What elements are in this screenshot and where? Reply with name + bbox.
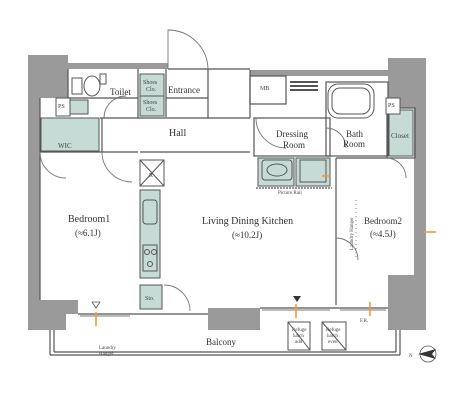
window-indicator-triangle-1 — [91, 301, 101, 309]
bathtub-inner — [331, 87, 371, 115]
label-laundry-2: Hanger — [99, 352, 114, 357]
ps-box-right — [385, 97, 401, 115]
wic-area — [40, 117, 100, 152]
door-markers — [95, 175, 436, 326]
doors — [39, 29, 407, 317]
room-labels: Toilet Shoes Clo. Shoes Clo. Entrance MB… — [58, 80, 409, 357]
bath-door-swing — [325, 127, 347, 149]
refuge-hatch-even — [321, 321, 347, 351]
toilet-tank — [71, 77, 83, 95]
ps-box-left — [55, 97, 71, 117]
label-ps-right: PS — [388, 103, 395, 109]
closet-door-swing — [385, 157, 407, 179]
bottom-column — [208, 308, 260, 330]
left-exterior-wall — [28, 55, 68, 330]
top-wall-left — [68, 63, 168, 69]
wic-door-swing — [39, 151, 67, 179]
label-shoes-clo-2b: Clo. — [146, 107, 157, 113]
dressing-door-swing — [255, 117, 287, 149]
label-balcony: Balcony — [206, 337, 236, 347]
label-ldk-size: (≈10.2J) — [232, 230, 262, 240]
kitchen-sink — [142, 199, 158, 225]
window-indicator-triangle-2 — [293, 296, 301, 302]
fixtures — [71, 73, 375, 351]
label-wic: WIC — [58, 142, 72, 150]
label-sto: Sto. — [145, 296, 155, 302]
kitchen-stove — [142, 244, 158, 272]
kitchen-counter — [139, 189, 161, 279]
label-dressing-2: Room — [283, 140, 305, 150]
ps-top-box — [67, 99, 89, 115]
label-bedroom2-size: (≈4.5J) — [370, 229, 396, 239]
label-dressing-1: Dressing — [276, 129, 308, 139]
label-refuge-add-2: hatch — [293, 334, 304, 339]
refuge-hatch-add — [287, 321, 311, 351]
top-wall-right — [250, 70, 388, 76]
structural-walls — [28, 55, 426, 330]
label-bedroom2: Bedroom2 — [364, 216, 402, 226]
storage-sto — [139, 284, 163, 310]
washbasin — [261, 159, 293, 181]
sto-door-swing — [163, 284, 191, 312]
label-fr: F.R. — [360, 319, 368, 324]
shoes-closet-2 — [139, 95, 165, 117]
closet-right — [388, 109, 414, 157]
label-refuge-even-1: Refuge — [326, 328, 341, 333]
label-toilet: Toilet — [110, 87, 131, 97]
north-arrow-label: N — [409, 354, 413, 359]
left-bottom-stub — [66, 300, 78, 314]
bedroom2-door-swing — [335, 237, 359, 261]
label-picture-rail: Picture Rail — [278, 191, 302, 196]
washing-pan — [299, 159, 327, 183]
label-shoes-clo-2: Shoes — [143, 100, 158, 106]
toilet-door-swing — [103, 95, 127, 119]
north-arrow: N — [409, 345, 437, 363]
label-refuge-add-3: add — [295, 340, 303, 345]
toilet-bowl — [83, 75, 101, 97]
label-refuge-even-3: even — [328, 340, 338, 345]
bedroom1-door-swing — [101, 151, 133, 183]
label-r-mark: R — [149, 173, 153, 179]
north-arrow-pointer — [418, 349, 436, 359]
right-exterior-wall — [388, 58, 426, 330]
toilet-sink — [99, 73, 107, 85]
label-entrance: Entrance — [168, 85, 200, 95]
ps-boxes — [55, 97, 401, 117]
label-refuge-even-2: hatch — [327, 334, 338, 339]
label-laundry-1: Laundry — [99, 346, 116, 351]
label-hall: Hall — [169, 128, 186, 139]
label-ldk: Living Dining Kitchen — [202, 216, 293, 227]
entrance-door-swing — [167, 29, 209, 70]
label-ps-left: PS — [58, 104, 65, 110]
label-bath-1: Bath — [346, 129, 363, 139]
dressing-shelf-right — [295, 157, 331, 187]
label-laundry-vertical: Laundry Hanger — [350, 217, 355, 250]
thin-walls — [39, 68, 416, 356]
label-shoes-clo-1: Shoes — [143, 80, 158, 86]
label-closet: Closet — [391, 132, 409, 140]
label-mb: MB — [260, 86, 269, 92]
dressing-shelf-left — [257, 157, 295, 187]
label-bath-2: Room — [343, 139, 365, 149]
bathtub — [327, 83, 375, 119]
label-bedroom1: Bedroom1 — [68, 214, 110, 225]
fridge-space — [139, 159, 165, 187]
storage-areas — [40, 73, 414, 310]
label-refuge-add-1: Refuge — [292, 328, 307, 333]
label-shoes-clo-1b: Clo. — [146, 87, 157, 93]
label-bedroom1-size: (≈6.1J) — [75, 228, 101, 238]
